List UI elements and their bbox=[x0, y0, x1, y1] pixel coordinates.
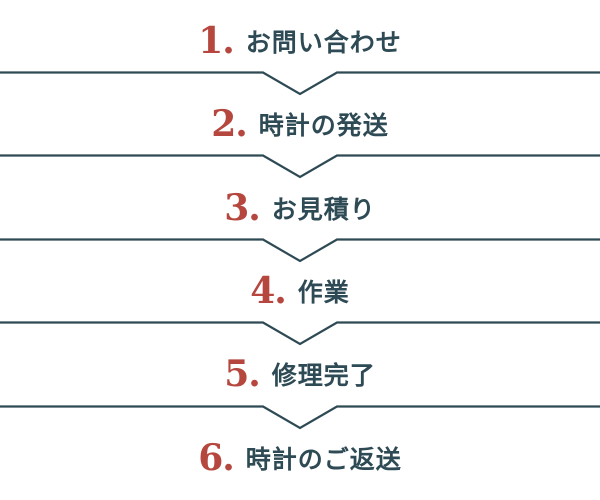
step-label: 時計のご返送 bbox=[245, 445, 402, 474]
step-number: 3. bbox=[224, 187, 261, 229]
step-label: 作業 bbox=[297, 278, 350, 307]
step-6: 6. 時計のご返送 bbox=[0, 436, 600, 480]
step-label: 修理完了 bbox=[271, 361, 376, 390]
divider-chevron-down-icon bbox=[0, 320, 600, 346]
step-number: 5. bbox=[224, 353, 261, 395]
step-5: 5. 修理完了 bbox=[0, 352, 600, 396]
step-number: 1. bbox=[198, 20, 235, 62]
divider-chevron-down-icon bbox=[0, 237, 600, 263]
step-number: 4. bbox=[250, 270, 287, 312]
step-label: お見積り bbox=[271, 195, 376, 224]
divider-chevron-down-icon bbox=[0, 153, 600, 179]
step-number: 2. bbox=[211, 103, 248, 145]
step-2: 2. 時計の発送 bbox=[0, 102, 600, 146]
step-label: 時計の発送 bbox=[258, 111, 389, 140]
step-label: お問い合わせ bbox=[245, 28, 402, 57]
step-1: 1. お問い合わせ bbox=[0, 19, 600, 63]
step-number: 6. bbox=[198, 437, 235, 479]
step-4: 4. 作業 bbox=[0, 269, 600, 313]
step-3: 3. お見積り bbox=[0, 186, 600, 230]
divider-chevron-down-icon bbox=[0, 404, 600, 430]
divider-chevron-down-icon bbox=[0, 70, 600, 96]
